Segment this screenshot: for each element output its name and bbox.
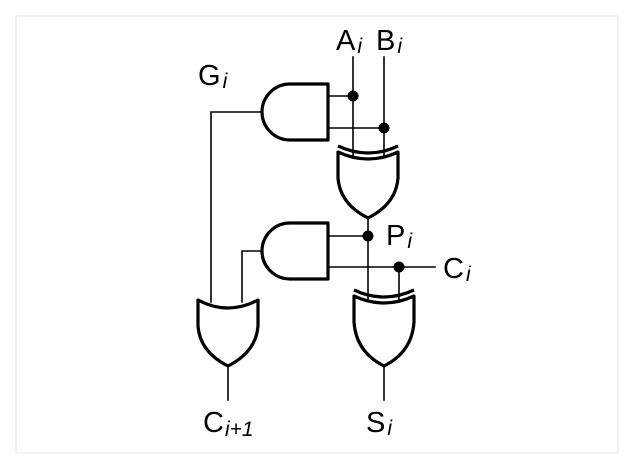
junction-p [362, 230, 374, 242]
xor-gate-propagate-back [337, 144, 399, 155]
wire-g [210, 111, 263, 303]
label-p: Pi [386, 220, 413, 253]
junction-b [378, 122, 390, 134]
and-gate-carry [260, 221, 330, 281]
wire-and2-out [241, 250, 263, 303]
and-gate-generate [260, 82, 330, 142]
xor-gate-sum-back [353, 288, 415, 299]
xor-gate-sum [352, 294, 416, 368]
or-gate-carry-out [196, 298, 260, 368]
label-b: Bi [376, 25, 403, 58]
junction-a [347, 90, 359, 102]
label-cout: Ci+1 [203, 407, 254, 441]
xor-gate-propagate [336, 150, 400, 220]
junction-c [393, 261, 405, 273]
label-a: Ai [336, 25, 363, 58]
label-c: Ci [443, 253, 472, 286]
label-g: Gi [198, 60, 229, 93]
label-s: Si [366, 407, 393, 440]
